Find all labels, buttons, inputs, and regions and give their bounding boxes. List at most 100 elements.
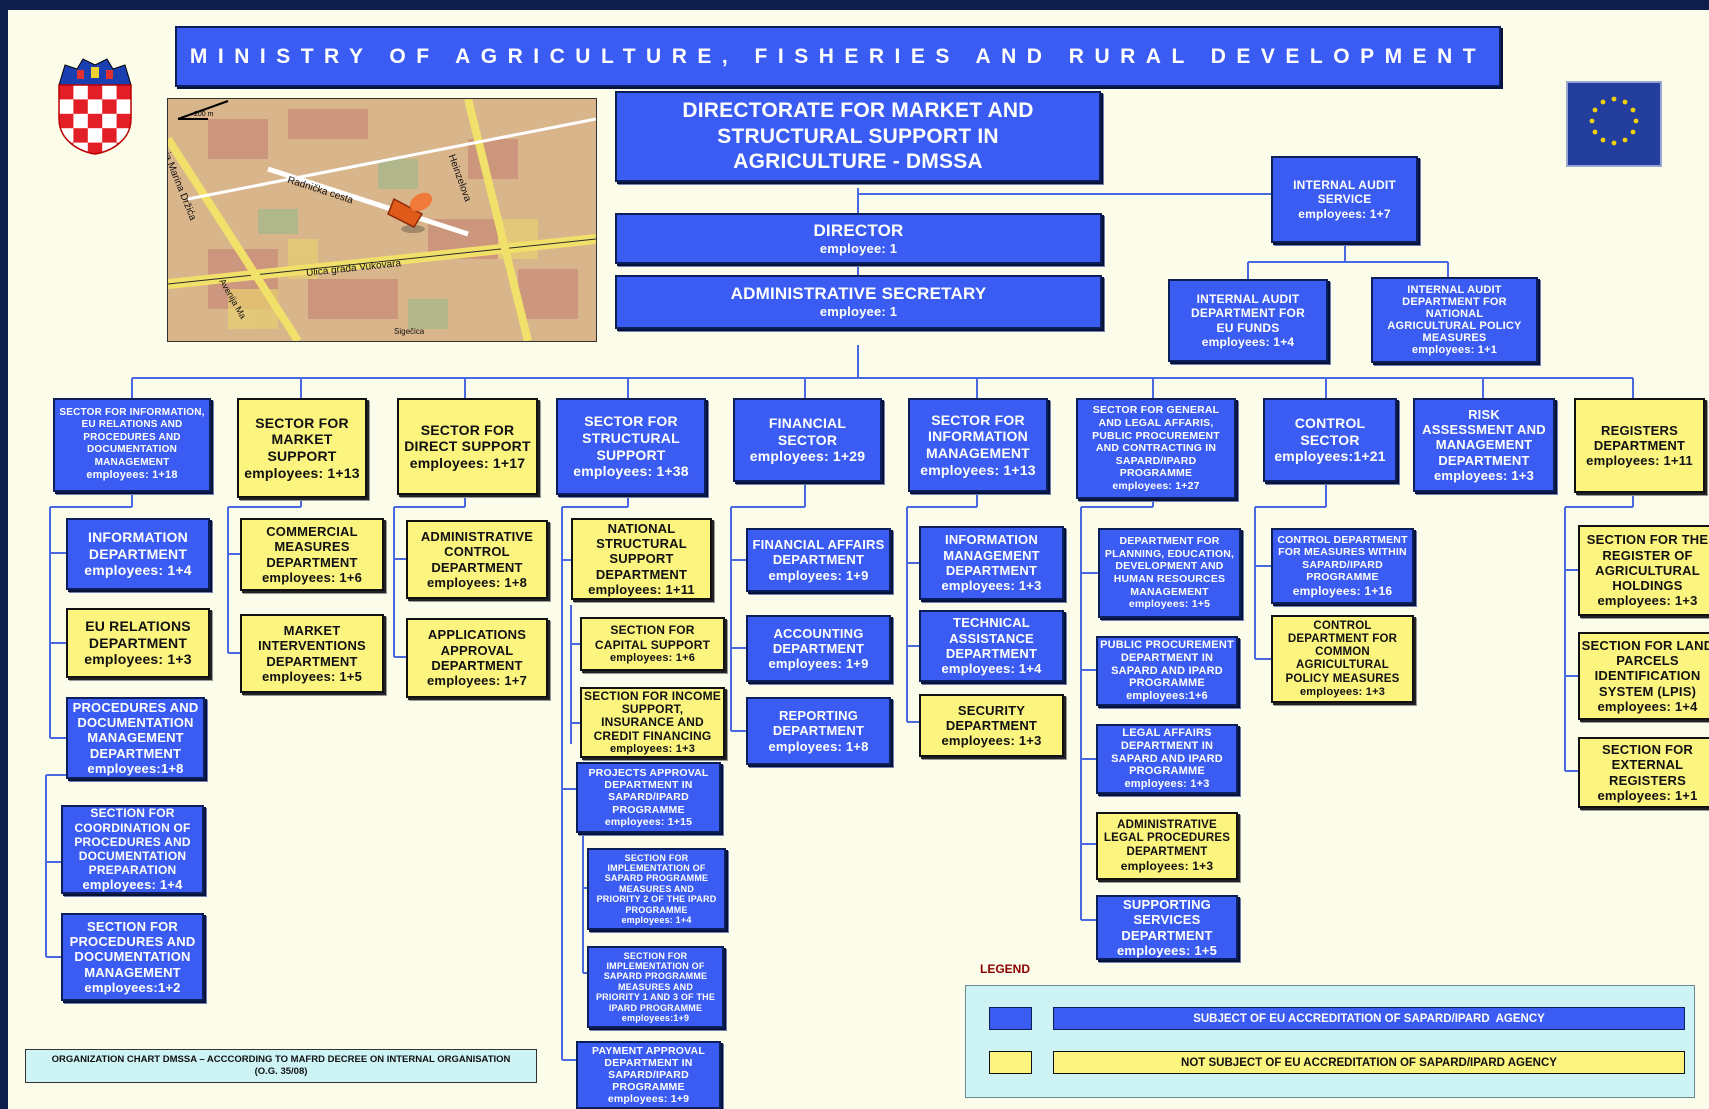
- org-chart-canvas: MINISTRY OF AGRICULTURE, FISHERIES AND R…: [8, 10, 1709, 1109]
- box-label-line: AGRICULTURAL POLICY: [1387, 320, 1522, 332]
- box-label-line: SAPARD/IPARD: [1302, 558, 1383, 571]
- public-procurement-department: PUBLIC PROCUREMENT DEPARTMENT IN SAPARD …: [1096, 636, 1238, 706]
- box-label-line: CONTROL: [1294, 415, 1366, 432]
- box-label-line: AGRICULTURAL: [1595, 562, 1700, 578]
- box-label-line: ASSESSMENT AND: [1422, 422, 1546, 437]
- employees-count: employees: 1+1: [1411, 344, 1498, 357]
- legend-panel: SUBJECT OF EU ACCREDITATION OF SAPARD/IP…: [965, 985, 1695, 1098]
- box-label-line: DOCUMENTATION: [87, 444, 177, 456]
- section-implementation-priority-1-3: SECTION FOR IMPLEMENTATION OF SAPARD PRO…: [587, 946, 724, 1028]
- national-structural-support-department: NATIONAL STRUCTURAL SUPPORT DEPARTMENT e…: [571, 518, 712, 600]
- box-label-line: PRIORITY 1 AND 3 OF THE: [595, 992, 716, 1003]
- box-label-line: DIRECT SUPPORT: [404, 438, 531, 455]
- employees-count: employees: 1+38: [573, 463, 689, 480]
- box-label-line: DEPARTMENT: [89, 745, 182, 761]
- box-label-line: COORDINATION OF: [74, 820, 191, 835]
- box-label-line: DEPARTMENT: [266, 653, 358, 669]
- box-label-line: NATIONAL: [607, 520, 676, 536]
- box-label-line: FINANCIAL AFFAIRS: [752, 537, 885, 552]
- section-coordination-procedures: SECTION FOR COORDINATION OF PROCEDURES A…: [61, 805, 204, 894]
- box-label-line: ASSISTANCE: [949, 630, 1034, 646]
- box-label-line: MEASURES: [1422, 332, 1487, 345]
- section-procedures-documentation: SECTION FOR PROCEDURES AND DOCUMENTATION…: [61, 913, 204, 1001]
- box-label-line: AND CONTRACTING IN: [1095, 442, 1217, 455]
- box-label-line: DEPARTMENT: [88, 634, 188, 651]
- section-external-registers: SECTION FOR EXTERNAL REGISTERS employees…: [1578, 737, 1709, 808]
- legal-affairs-department: LEGAL AFFAIRS DEPARTMENT IN SAPARD AND I…: [1096, 724, 1238, 794]
- employees-count: employees: 1+3: [941, 578, 1042, 594]
- box-label-line: EXTERNAL: [1611, 757, 1684, 773]
- box-label-line: SECTOR FOR: [931, 411, 1025, 428]
- box-label-line: AGRICULTURAL: [1296, 659, 1389, 672]
- location-map: 200 m Heinzelova Radnička cesta ia Marin…: [167, 98, 597, 342]
- employees-count: employees: 1+9: [768, 656, 869, 672]
- eu-stars: [1589, 96, 1639, 146]
- employees-count: employees: 1+3: [1597, 593, 1698, 609]
- box-label-line: MANAGEMENT: [926, 445, 1030, 461]
- employees-count: employees: 1+9: [768, 567, 869, 583]
- employees-count: employees: 1+5: [1117, 942, 1217, 958]
- box-label-line: CONTROL DEPARTMENT: [1277, 533, 1408, 546]
- internal-audit-service-box: INTERNAL AUDIT SERVICE employees: 1+7: [1271, 156, 1418, 243]
- box-label-line: SAPARD/IPARD: [608, 791, 689, 804]
- employees-count: employees: 1+15: [604, 815, 693, 828]
- box-label-line: DEPARTMENT: [266, 554, 358, 570]
- employees-count: employees:1+8: [87, 760, 184, 776]
- croatia-coat-of-arms-icon: [58, 58, 132, 155]
- control-sector: CONTROL SECTOR employees:1+21: [1263, 398, 1397, 482]
- box-label-line: MEASURES: [274, 539, 350, 555]
- employees-count: employees: 1+3: [609, 742, 696, 755]
- registers-department: REGISTERS DEPARTMENT employees: 1+11: [1574, 398, 1705, 493]
- box-label-line: DEPARTMENT: [945, 563, 1038, 578]
- box-label-line: DEPARTMENT IN: [604, 779, 693, 792]
- box-label-line: APPROVAL: [440, 642, 514, 658]
- box-label-line: DEPARTMENT: [1126, 845, 1208, 858]
- box-label-line: PRIORITY 2 OF THE IPARD: [596, 894, 717, 905]
- box-label-line: RISK: [1468, 406, 1500, 422]
- box-label-line: INTERNAL AUDIT: [1293, 178, 1396, 193]
- box-label-line: DEPARTMENT: [1121, 927, 1213, 943]
- director-employees: employee: 1: [819, 240, 898, 256]
- payment-approval-department: PAYMENT APPROVAL DEPARTMENT IN SAPARD/IP…: [576, 1041, 721, 1109]
- box-label-line: PROCEDURES AND: [72, 699, 199, 715]
- box-label-line: INFORMATION: [928, 428, 1028, 445]
- employees-count: employees: 1+4: [1201, 334, 1295, 349]
- commercial-measures-department: COMMERCIAL MEASURES DEPARTMENT employees…: [240, 518, 384, 591]
- internal-audit-eu-funds-box: INTERNAL AUDIT DEPARTMENT FOR EU FUNDS e…: [1168, 279, 1328, 362]
- employees-count: employees: 1+8: [768, 738, 869, 754]
- box-label-line: IMPLEMENTATION OF: [606, 961, 705, 972]
- box-label-line: DOCUMENTATION: [78, 848, 187, 863]
- map-background: [168, 99, 596, 341]
- employees-count: employees: 1+27: [1112, 479, 1200, 492]
- box-label-line: TECHNICAL: [953, 615, 1030, 631]
- eu-flag-icon: [1566, 81, 1662, 167]
- box-label-line: COMMERCIAL: [266, 523, 358, 539]
- box-label-line: DEVELOPMENT AND: [1115, 560, 1224, 573]
- box-label-line: DEPARTMENT: [595, 566, 688, 582]
- sector-general-legal-affairs: SECTOR FOR GENERAL AND LEGAL AFFARIS, PU…: [1076, 398, 1236, 499]
- employees-count: employees:1+2: [84, 979, 181, 995]
- employees-count: employees: 1+7: [1298, 206, 1391, 221]
- box-label-line: DOCUMENTATION: [74, 949, 191, 965]
- box-label-line: DOCUMENTATION: [77, 715, 194, 730]
- map-pin-icon: [387, 192, 433, 233]
- box-label-line: REGISTERS: [1609, 772, 1686, 788]
- box-label-line: FOR MEASURES WITHIN: [1278, 546, 1407, 559]
- box-label-line: COMMON: [1315, 646, 1370, 659]
- box-label-line: DEPARTMENT: [1438, 452, 1530, 468]
- box-label-line: MANAGEMENT: [87, 730, 184, 746]
- dmssa-box: DIRECTORATE FOR MARKET AND STRUCTURAL SU…: [615, 91, 1101, 182]
- legend-blue-label: SUBJECT OF EU ACCREDITATION OF SAPARD/IP…: [1053, 1007, 1685, 1030]
- box-label-line: AND LEGAL AFFARIS,: [1098, 417, 1214, 430]
- box-label-line: MEASURES AND: [618, 883, 695, 894]
- box-label-line: DEPARTMENT: [431, 559, 523, 575]
- employees-count: employees: 1+3: [84, 651, 192, 668]
- checkered-shield: [58, 84, 132, 155]
- sector-market-support: SECTOR FOR MARKET SUPPORT employees: 1+1…: [237, 398, 367, 498]
- box-label-line: IDENTIFICATION: [1594, 668, 1701, 684]
- section-lpis: SECTION FOR LAND PARCELS IDENTIFICATION …: [1578, 632, 1709, 720]
- box-label-line: SUPPORT: [609, 551, 674, 567]
- box-label-line: SECTOR FOR INFORMATION,: [59, 406, 205, 418]
- box-label-line: LEGAL PROCEDURES: [1103, 832, 1231, 845]
